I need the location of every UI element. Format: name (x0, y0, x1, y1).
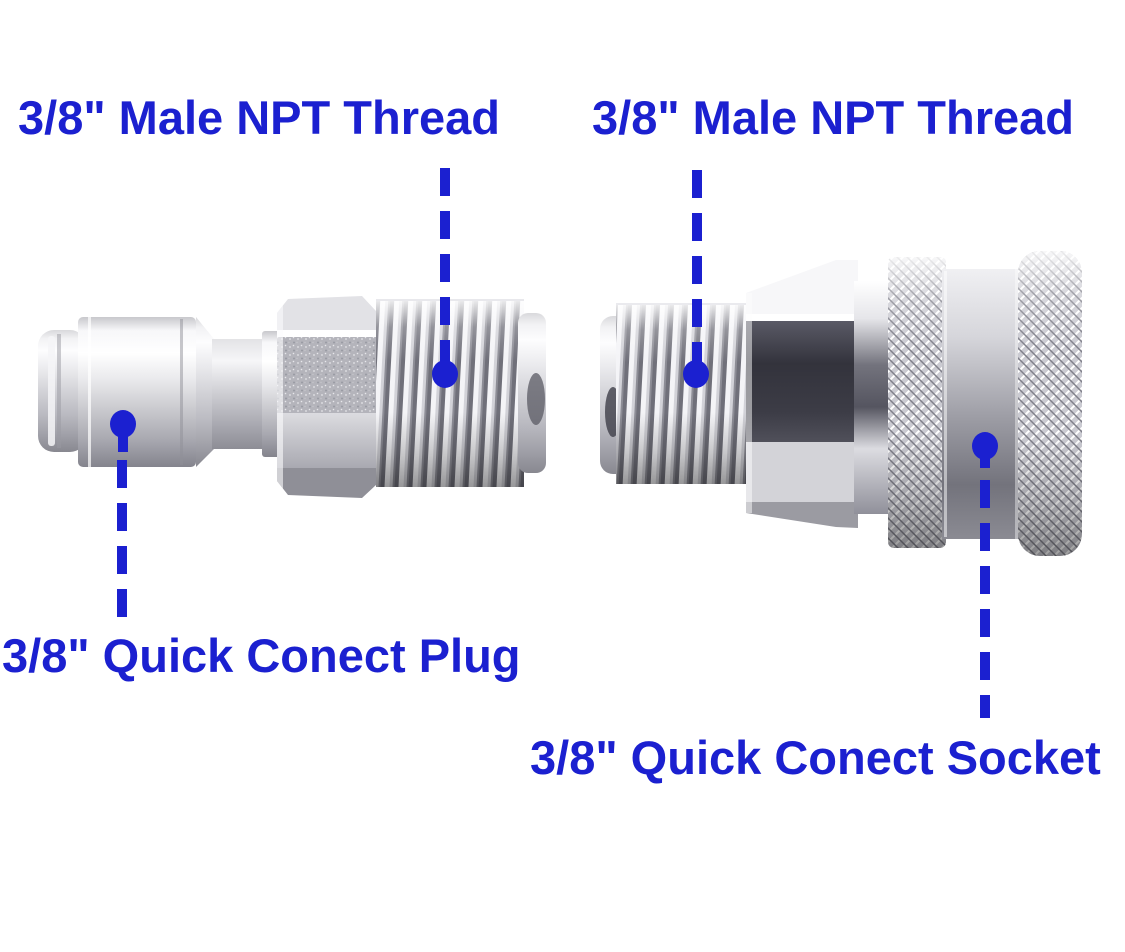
leader-dot-socket-thread (683, 360, 709, 388)
leader-dot-plug-thread (432, 360, 458, 388)
callout-leader-lines (110, 168, 998, 718)
callout-quick-connect-socket: 3/8" Quick Conect Socket (530, 731, 1101, 784)
quick-connect-plug-photo (38, 296, 546, 498)
leader-dot-socket-body (972, 432, 998, 460)
callout-quick-connect-plug: 3/8" Quick Conect Plug (2, 629, 521, 682)
plug-neck (212, 339, 264, 449)
plug-end-face (518, 313, 546, 473)
callout-male-npt-thread-right: 3/8" Male NPT Thread (592, 91, 1074, 144)
quick-connect-socket-photo (600, 251, 1082, 556)
callout-male-npt-thread-left: 3/8" Male NPT Thread (18, 91, 500, 144)
socket-hex-nut (746, 260, 858, 528)
leader-dot-plug-body (110, 410, 136, 438)
plug-tip (38, 330, 86, 452)
plug-npt-threads (376, 299, 524, 487)
socket-npt-threads (616, 303, 750, 484)
plug-hex-nut (277, 296, 376, 498)
socket-knurled-sleeve (888, 251, 1082, 556)
plug-collar (78, 317, 214, 467)
socket-collar-ring (854, 281, 892, 514)
